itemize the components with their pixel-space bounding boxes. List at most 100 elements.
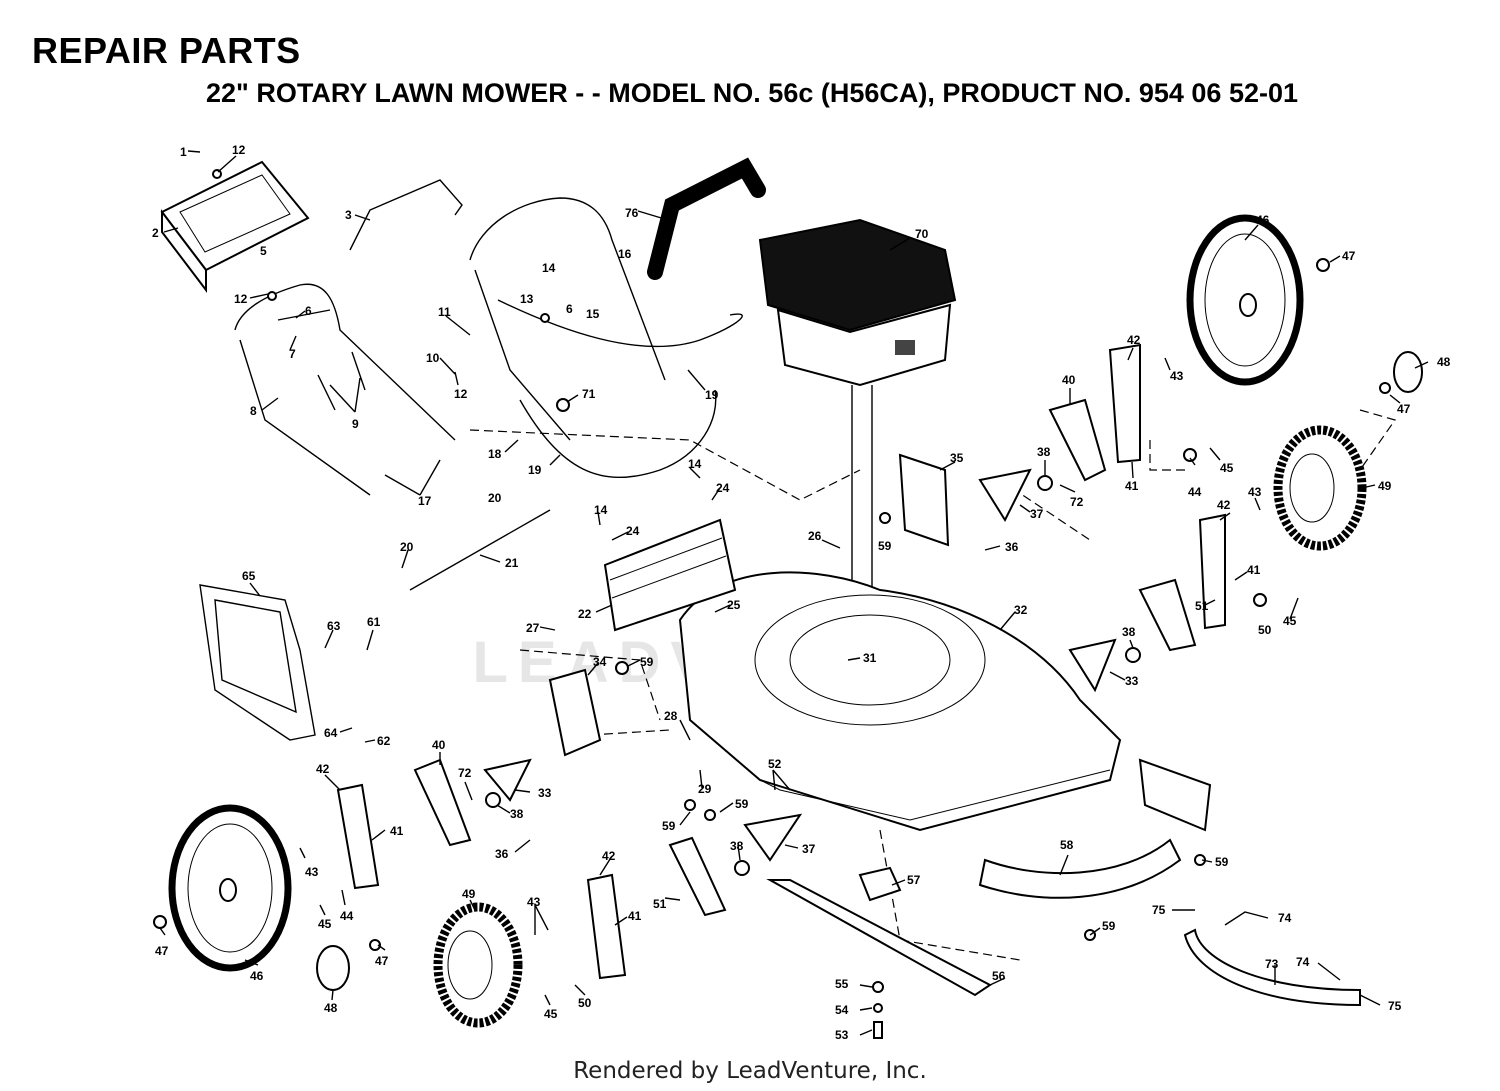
callout: 48 [1437,355,1451,369]
callout: 61 [367,615,381,629]
part-height-bracket-left [548,668,602,757]
callout: 26 [808,529,822,543]
callout: 70 [915,227,929,241]
callout: 55 [835,977,849,991]
page-title: REPAIR PARTS [32,30,301,71]
callout-labels: 1 12 2 5 12 6 7 8 9 17 3 11 10 12 13 14 … [152,143,1451,1042]
callout: 43 [305,865,319,879]
callout: 33 [1125,674,1139,688]
callout: 19 [528,463,542,477]
callout: 42 [1217,498,1231,512]
callout: 36 [495,847,509,861]
callout: 37 [802,842,816,856]
part-hubcap-left [316,945,350,991]
callout: 45 [318,917,332,931]
part-lower-handle [234,283,456,496]
callout: 15 [586,307,600,321]
part-wheel-rear-right [1186,214,1304,386]
callout: 29 [698,782,712,796]
callout: 63 [327,619,341,633]
callout: 38 [730,839,744,853]
callout: 59 [662,819,676,833]
callout: 27 [526,621,540,635]
callout: 47 [375,954,389,968]
callout: 41 [1125,479,1139,493]
part-height-adjusters [336,343,1226,980]
callout: 72 [1070,495,1084,509]
callout: 71 [582,387,596,401]
part-deflector [1183,928,1361,1007]
callout: 65 [242,569,256,583]
callout: 17 [418,494,432,508]
part-wheel-rear-left [168,804,292,972]
callout: 47 [1342,249,1356,263]
part-rear-axle [409,509,551,591]
part-engine [758,218,957,640]
callout: 51 [653,897,667,911]
callout: 47 [1397,402,1411,416]
part-hubcap-right [1393,351,1423,393]
callout: 3 [345,208,352,222]
callout: 59 [640,655,654,669]
callout: 45 [1220,461,1234,475]
callout: 76 [625,206,639,220]
footer-credit: Rendered by LeadVenture, Inc. [573,1058,927,1084]
callout: 19 [705,388,719,402]
callout: 43 [1248,485,1262,499]
callout: 12 [232,143,246,157]
callout: 47 [155,944,169,958]
part-rear-flap [603,518,737,632]
callout: 20 [400,540,414,554]
callout: 42 [316,762,330,776]
callout: 59 [1102,919,1116,933]
part-wheel-front-left [433,902,523,1028]
callout: 45 [544,1007,558,1021]
callout: 8 [250,404,257,418]
callout: 52 [768,757,782,771]
callout: 34 [593,655,607,669]
callout: 24 [716,481,730,495]
callout: 42 [602,849,616,863]
callout: 58 [1060,838,1074,852]
callout: 38 [1122,625,1136,639]
part-control-box [160,160,310,293]
callout: 54 [835,1003,849,1017]
callout: 14 [688,457,702,471]
callout: 50 [1258,623,1272,637]
callout: 2 [152,226,159,240]
callout: 73 [1265,957,1279,971]
callout: 75 [1388,999,1402,1013]
callout: 24 [626,524,640,538]
callout: 56 [992,969,1006,983]
callout: 25 [727,598,741,612]
callout: 6 [305,304,312,318]
part-sector-plates [483,468,1117,862]
callout: 43 [1170,369,1184,383]
callout: 13 [520,292,534,306]
callout: 45 [1283,614,1297,628]
part-baffle [978,838,1182,899]
callout: 31 [863,651,877,665]
callout: 35 [950,451,964,465]
callout: 40 [432,738,446,752]
callout: 74 [1296,955,1310,969]
callout: 46 [1256,213,1270,227]
callout: 41 [390,824,404,838]
callout: 43 [527,895,541,909]
callout: 41 [628,909,642,923]
callout: 49 [1378,479,1392,493]
callout: 11 [438,305,451,319]
leader-lines [159,150,1429,1036]
callout: 38 [1037,445,1051,459]
callout: 44 [340,909,354,923]
callout: 28 [664,709,678,723]
callout: 38 [510,807,524,821]
callout: 46 [250,969,264,983]
callout: 12 [454,387,468,401]
callout: 12 [234,292,248,306]
callout: 62 [377,734,391,748]
callout: 50 [578,996,592,1010]
callout: 32 [1014,603,1028,617]
callout: 49 [462,887,476,901]
